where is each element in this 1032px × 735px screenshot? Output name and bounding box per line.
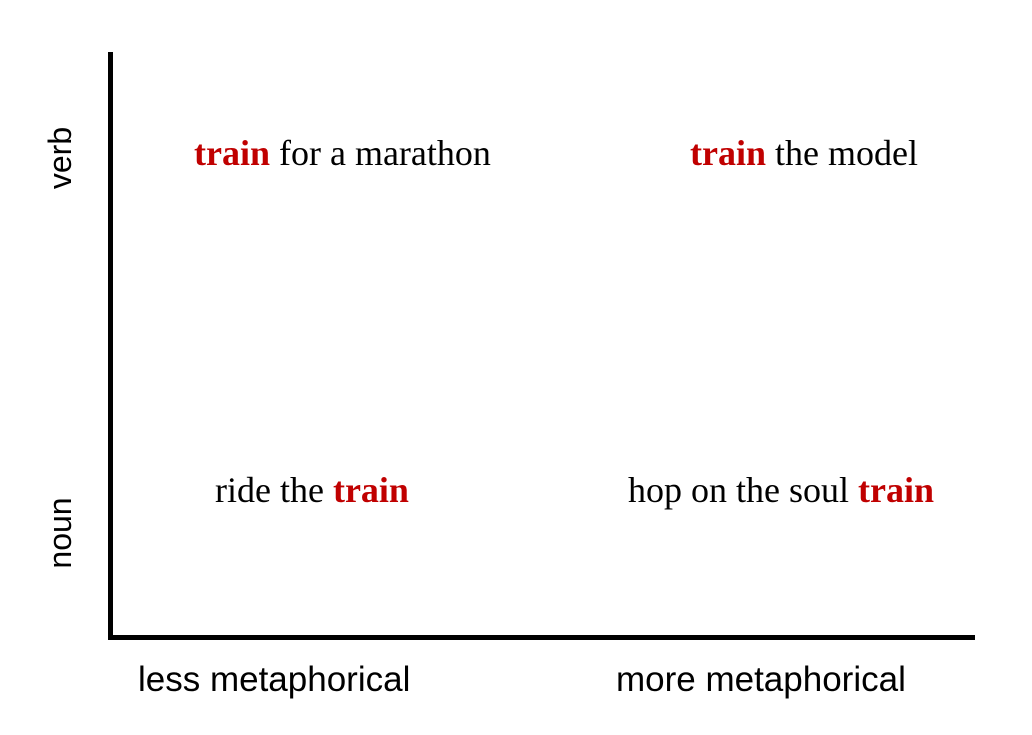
phrase-text: for a marathon xyxy=(270,133,491,173)
highlighted-word: train xyxy=(332,470,409,510)
x-label-less-metaphorical: less metaphorical xyxy=(138,660,411,699)
phrase-verb-less-metaphorical: train for a marathon xyxy=(194,135,491,171)
highlighted-word: train xyxy=(194,133,270,173)
phrase-text: the model xyxy=(766,133,918,173)
y-label-noun: noun xyxy=(42,497,78,569)
highlighted-word: train xyxy=(858,470,934,510)
highlighted-word: train xyxy=(690,133,766,173)
phrase-noun-more-metaphorical: hop on the soul train xyxy=(628,472,934,508)
y-label-verb: verb xyxy=(42,126,78,190)
y-axis-line xyxy=(108,52,113,640)
phrase-noun-less-metaphorical: ride the train xyxy=(215,472,409,508)
x-label-more-metaphorical: more metaphorical xyxy=(616,660,906,699)
phrase-text: ride the xyxy=(215,470,333,510)
x-axis-line xyxy=(108,635,975,640)
phrase-text: hop on the soul xyxy=(628,470,858,510)
phrase-verb-more-metaphorical: train the model xyxy=(690,135,918,171)
